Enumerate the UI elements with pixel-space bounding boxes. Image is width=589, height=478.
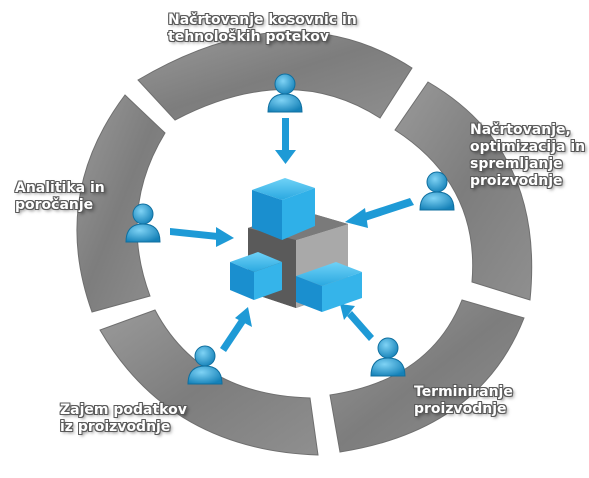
stage-label-right: Načrtovanje, optimizacija in spremljanje… (470, 122, 585, 190)
arrows (170, 118, 414, 352)
stage-label-line: Terminiranje (414, 384, 513, 400)
stage-label-left: Analitika in poročanje (15, 180, 105, 214)
stage-label-line: Zajem podatkov (60, 402, 187, 418)
stage-label-bottom-right: Terminiranje proizvodnje (414, 384, 513, 418)
stage-label-bottom-left: Zajem podatkov iz proizvodnje (60, 402, 187, 436)
ring-segment-top (137, 31, 413, 121)
arrow-top-to-center (275, 118, 296, 164)
arrow-bottom-left-to-center (220, 307, 252, 352)
cycle-ring (76, 31, 533, 456)
ring-segment-left (76, 94, 166, 313)
stage-label-line: poročanje (15, 197, 94, 213)
stage-label-line: iz proizvodnje (60, 419, 171, 435)
person-icon-right (419, 171, 455, 211)
ring-segment-right (394, 81, 533, 301)
arrow-left-to-center (170, 227, 234, 247)
arrow-right-to-center (345, 198, 414, 228)
ring-segment-bottom-right (329, 299, 525, 453)
stage-label-line: Načrtovanje, (470, 122, 571, 138)
person-icon-bottom-right (370, 337, 406, 377)
arrow-bottom-right-to-center (340, 304, 374, 341)
stage-label-line: Načrtovanje kosovnic in (168, 12, 357, 28)
stage-label-top: Načrtovanje kosovnic in tehnoloških pote… (168, 12, 357, 46)
person-icon-left (125, 203, 161, 243)
stage-label-line: spremljanje (470, 156, 563, 172)
stage-label-line: optimizacija in (470, 139, 586, 155)
stage-label-line: proizvodnje (414, 401, 507, 417)
person-icon-bottom-left (187, 345, 223, 385)
stage-label-line: tehnoloških potekov (168, 29, 329, 45)
person-icon-top (267, 73, 303, 113)
cube-icon (230, 178, 362, 312)
stage-label-line: proizvodnje (470, 173, 563, 189)
stage-label-line: Analitika in (15, 180, 105, 196)
